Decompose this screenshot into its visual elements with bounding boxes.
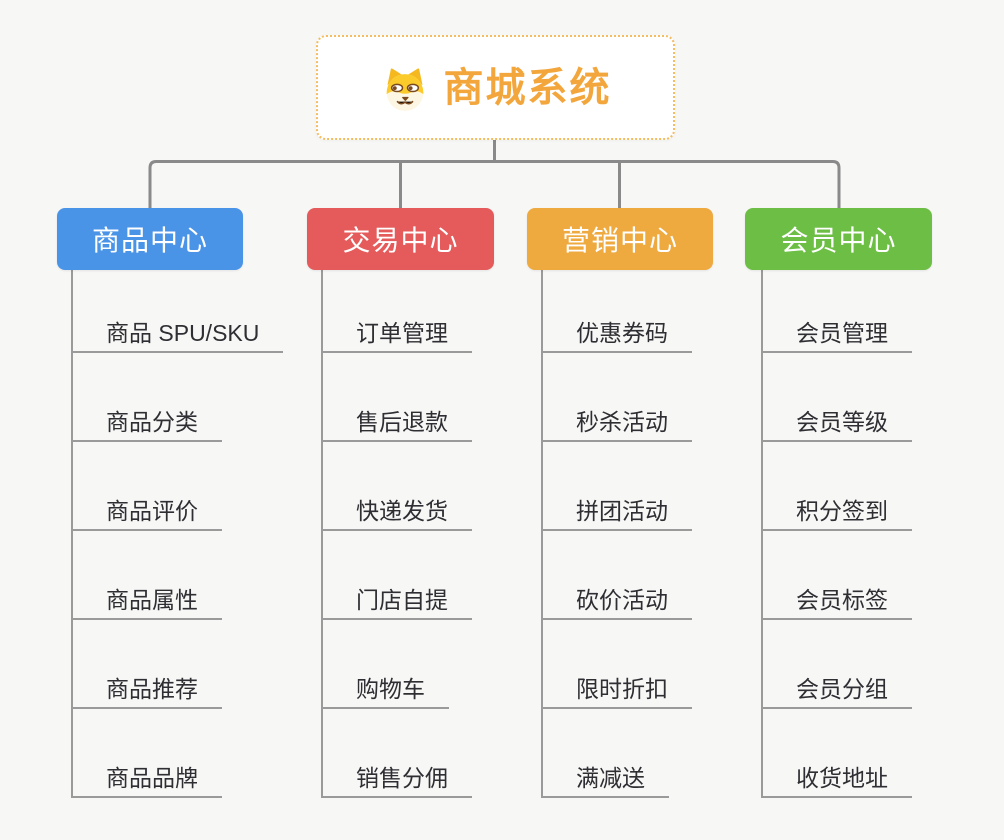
branch-label: 营销中心 [561, 225, 678, 256]
mindmap-item[interactable]: 订单管理 [321, 270, 472, 353]
mindmap-item[interactable]: 限时折扣 [541, 620, 692, 709]
mindmap-item[interactable]: 满减送 [541, 709, 669, 798]
branch-items-trade-center: 订单管理 售后退款 快递发货 门店自提 购物车 销售分佣 [321, 270, 472, 798]
branch-header-trade-center[interactable]: 交易中心 [307, 208, 494, 270]
mindmap-item[interactable]: 优惠券码 [541, 270, 692, 353]
branch-items-member-center: 会员管理 会员等级 积分签到 会员标签 会员分组 收货地址 [761, 270, 912, 798]
root-node[interactable]: 商城系统 [316, 35, 675, 140]
mindmap-item[interactable]: 收货地址 [761, 709, 912, 798]
branch-items-marketing-center: 优惠券码 秒杀活动 拼团活动 砍价活动 限时折扣 满减送 [541, 270, 692, 798]
mindmap-item[interactable]: 会员等级 [761, 353, 912, 442]
mindmap-item[interactable]: 商品品牌 [71, 709, 222, 798]
mindmap-item[interactable]: 销售分佣 [321, 709, 472, 798]
mindmap-item[interactable]: 积分签到 [761, 442, 912, 531]
branch-label: 会员中心 [780, 225, 897, 256]
branch-label: 商品中心 [91, 225, 208, 256]
mindmap-item[interactable]: 砍价活动 [541, 531, 692, 620]
mindmap-item[interactable]: 拼团活动 [541, 442, 692, 531]
mindmap-item[interactable]: 商品评价 [71, 442, 222, 531]
mindmap-item[interactable]: 售后退款 [321, 353, 472, 442]
mindmap-item[interactable]: 门店自提 [321, 531, 472, 620]
mindmap-item[interactable]: 购物车 [321, 620, 449, 709]
branch-header-marketing-center[interactable]: 营销中心 [527, 208, 713, 270]
mindmap-item[interactable]: 会员标签 [761, 531, 912, 620]
mindmap-item[interactable]: 商品推荐 [71, 620, 222, 709]
mindmap-item[interactable]: 商品分类 [71, 353, 222, 442]
mindmap-item[interactable]: 会员管理 [761, 270, 912, 353]
branch-header-member-center[interactable]: 会员中心 [745, 208, 932, 270]
dog-face-icon [386, 67, 423, 111]
branch-header-product-center[interactable]: 商品中心 [57, 208, 243, 270]
branch-items-product-center: 商品 SPU/SKU 商品分类 商品评价 商品属性 商品推荐 商品品牌 [71, 270, 284, 798]
mindmap-item[interactable]: 秒杀活动 [541, 353, 692, 442]
mindmap-item[interactable]: 快递发货 [321, 442, 472, 531]
mindmap-item[interactable]: 会员分组 [761, 620, 912, 709]
mindmap-item[interactable]: 商品 SPU/SKU [71, 270, 284, 353]
root-title: 商城系统 [443, 65, 612, 110]
mindmap-item[interactable]: 商品属性 [71, 531, 222, 620]
branch-label: 交易中心 [342, 225, 459, 256]
